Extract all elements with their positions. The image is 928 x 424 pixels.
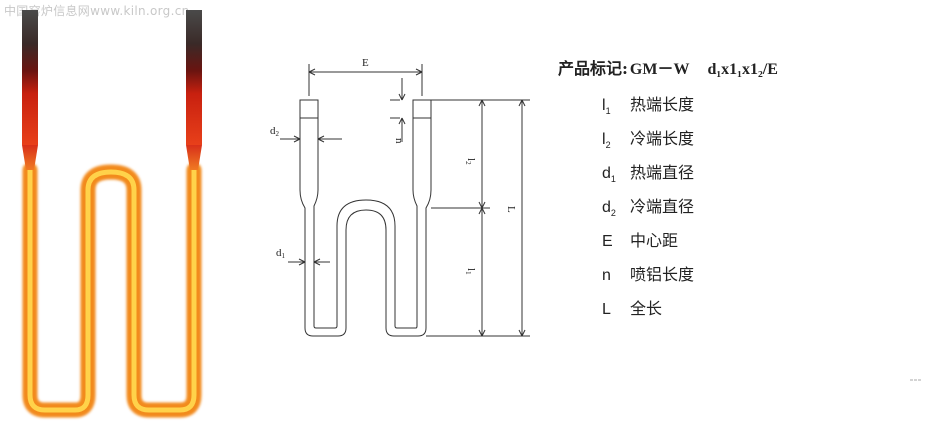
- right-neck: [186, 145, 202, 170]
- legend-symbol: l1: [602, 97, 611, 117]
- model-formula: d₁x1₁x1₂/E: [707, 61, 778, 78]
- product-code-title: 产品标记:GM－W d₁x1₁x1₂/E: [558, 55, 778, 79]
- legend-description: 喷铝长度: [630, 265, 695, 284]
- legend-item: n 喷铝长度: [558, 261, 778, 295]
- legend-description: 热端直径: [630, 163, 695, 182]
- legend-symbol: E: [602, 233, 613, 250]
- label-n: n: [393, 138, 405, 144]
- legend-item: d1 热端直径: [558, 159, 778, 193]
- label-E: E: [362, 57, 369, 69]
- glow-loop-outer: [22, 162, 202, 418]
- legend-description: 热端长度: [630, 95, 695, 114]
- technical-drawing: E d2 n d1 l2 l1 L: [270, 57, 530, 337]
- legend-description: 冷端直径: [630, 197, 695, 216]
- glow-loop-core: [27, 167, 197, 413]
- legend-item: d2 冷端直径: [558, 193, 778, 227]
- label-d1: d1: [276, 247, 286, 260]
- legend-item: L 全长: [558, 295, 778, 329]
- model-code: GM－W: [629, 61, 690, 78]
- legend-item: E 中心距: [558, 227, 778, 261]
- legend-symbol: l2: [602, 131, 611, 151]
- left-cap: [299, 99, 319, 119]
- legend-description: 中心距: [630, 231, 679, 250]
- legend-item: l1 热端长度: [558, 91, 778, 125]
- title-prefix: 产品标记:: [558, 59, 628, 78]
- legend-symbol: L: [602, 301, 611, 318]
- left-neck: [22, 145, 38, 170]
- legend-description: 全长: [630, 299, 663, 318]
- legend-item: l2 冷端长度: [558, 125, 778, 159]
- legend-symbol: d2: [602, 199, 616, 219]
- element-outline-outer: [299, 118, 432, 337]
- legend-symbol: d1: [602, 165, 616, 185]
- legend-list: l1 热端长度 l2 冷端长度 d1 热端直径 d2 冷端直径 E 中心距 n 喷铝长度 L 全长: [558, 91, 778, 329]
- element-outline-inner: [313, 118, 418, 329]
- label-l2: l2: [464, 158, 477, 165]
- label-L: L: [505, 206, 517, 213]
- legend-symbol: n: [602, 267, 611, 284]
- right-cap: [412, 99, 432, 119]
- left-cold-end: [22, 10, 38, 145]
- heating-element-photo: [22, 10, 202, 418]
- legend-description: 冷端长度: [630, 129, 695, 148]
- product-legend: 产品标记:GM－W d₁x1₁x1₂/E l1 热端长度 l2 冷端长度 d1 热端直径 d2…: [558, 55, 778, 329]
- watermark: 中国窑炉信息网www.kiln.org.cn: [4, 4, 190, 18]
- label-l1: l1: [464, 268, 477, 275]
- label-d2: d2: [270, 125, 280, 138]
- corner-mark: [910, 368, 922, 381]
- right-cold-end: [186, 10, 202, 145]
